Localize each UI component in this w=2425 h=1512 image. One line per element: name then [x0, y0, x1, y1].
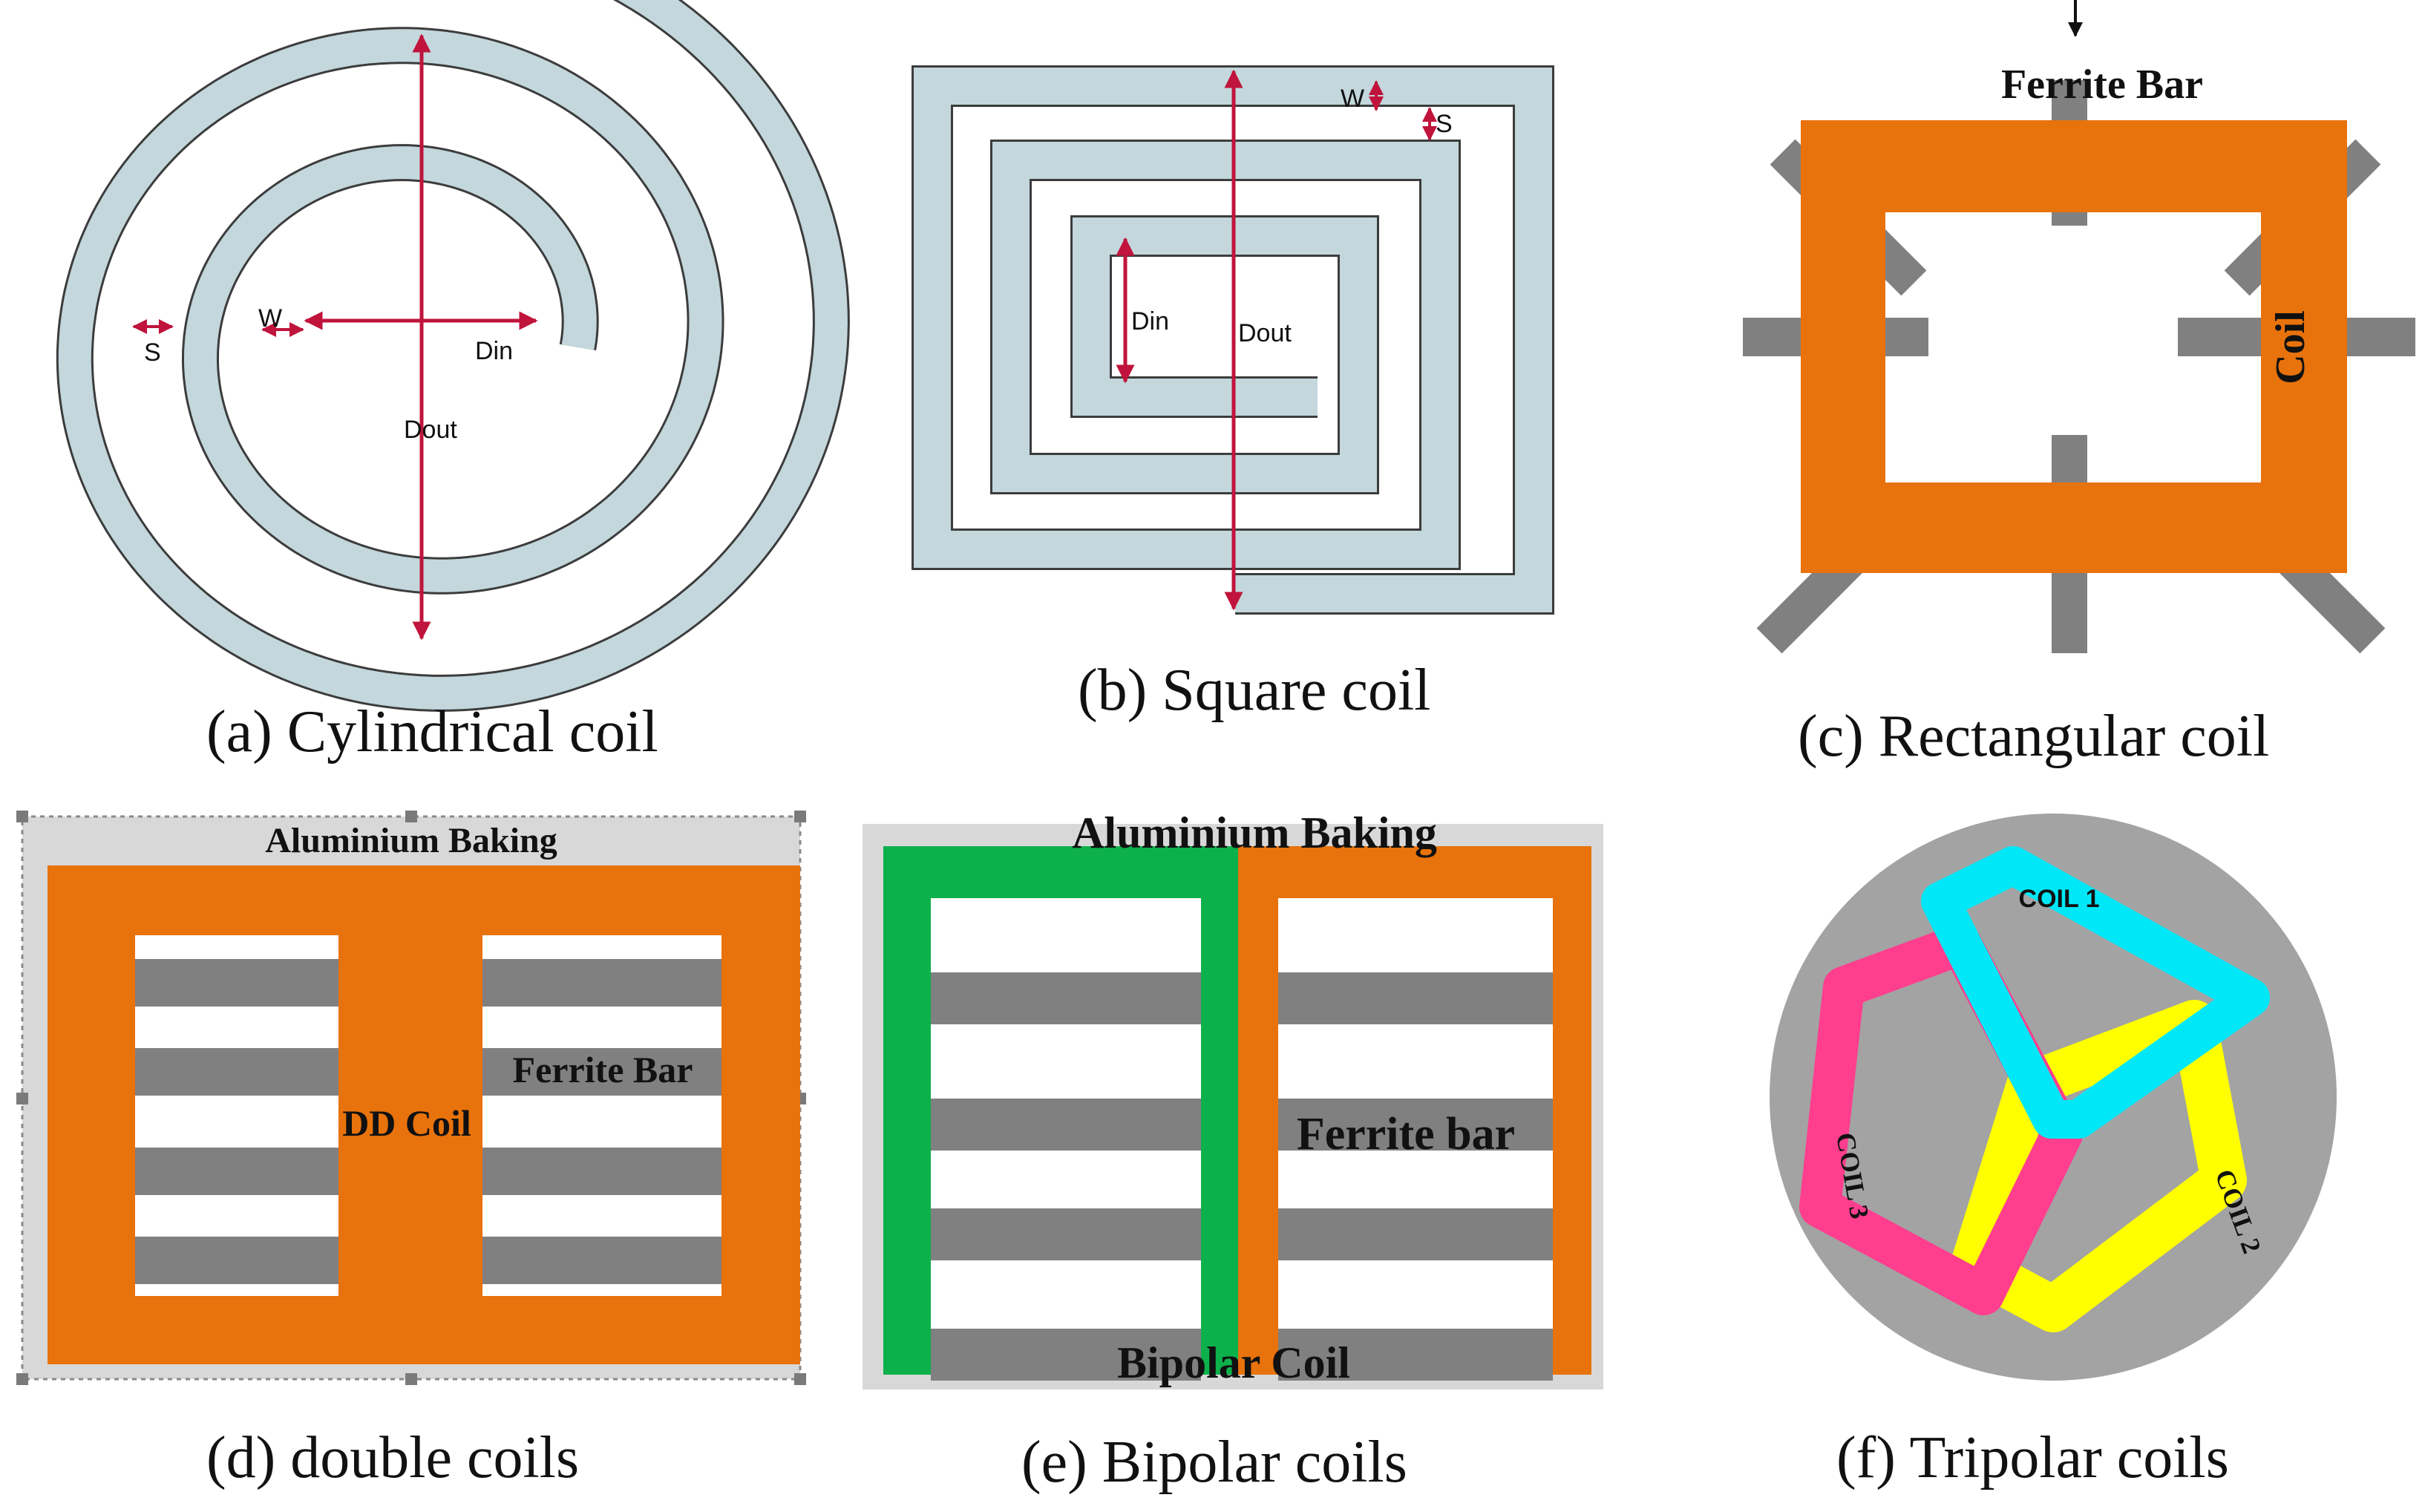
- panel-f-caption: (f) Tripolar coils: [1836, 1425, 2229, 1490]
- ferrite-bar: [135, 959, 338, 1007]
- ferrite-bar: [931, 972, 1201, 1024]
- ferrite-bar: [1278, 1208, 1553, 1260]
- bipolar-coil-label: Bipolar Coil: [1117, 1338, 1350, 1387]
- w-label: W: [258, 304, 282, 333]
- ferrite-bar: [482, 1237, 721, 1284]
- panel-c-rectangular-coil: Ferrite Bar Coil (c) Rectangular coil: [1743, 0, 2415, 769]
- selection-handle: [16, 1093, 28, 1104]
- selection-handle: [794, 1373, 806, 1385]
- ferrite-bar: [482, 959, 721, 1007]
- panel-a-cylindrical-coil: S W Din Dout (a) Cylindrical coil: [56, 0, 850, 765]
- cylindrical-dimension-lines: [132, 33, 538, 641]
- panel-f-tripolar-coils: COIL 1 COIL 2 COIL 3 (f) Tripolar coils: [1770, 814, 2337, 1490]
- panel-e-caption: (e) Bipolar coils: [1021, 1430, 1407, 1495]
- ferrite-bar: [135, 1237, 338, 1284]
- panel-a-caption: (a) Cylindrical coil: [206, 699, 658, 765]
- selection-handle: [16, 1373, 28, 1385]
- ferrite-bar: [135, 1148, 338, 1195]
- din-label: Din: [475, 337, 513, 365]
- ferrite-bar-label: Ferrite Bar: [513, 1049, 693, 1090]
- dd-coil-label: DD Coil: [342, 1102, 471, 1144]
- selection-handle: [794, 811, 806, 822]
- ferrite-bar: [1278, 1099, 1553, 1151]
- ferrite-bar: [482, 1048, 721, 1096]
- panel-d-double-coils: Aluminium Baking DD Coil Ferrite Bar (d)…: [16, 811, 806, 1490]
- s-label: S: [144, 338, 161, 367]
- panel-b-caption: (b) Square coil: [1078, 658, 1430, 723]
- selection-handle: [16, 811, 28, 822]
- ferrite-bar: [482, 1148, 721, 1195]
- panel-c-caption: (c) Rectangular coil: [1798, 704, 2269, 769]
- aluminium-baking-label: Aluminium Baking: [1072, 808, 1437, 857]
- ferrite-windows: [931, 898, 1553, 1381]
- rectangular-coil: [1801, 120, 2347, 573]
- w-label: W: [1341, 85, 1364, 113]
- ferrite-bar: [1278, 972, 1553, 1024]
- selection-handle: [405, 811, 417, 822]
- ferrite-bar-label: Ferrite bar: [1297, 1109, 1515, 1159]
- panel-e-bipolar-coils: Aluminium Baking Bipolar Coil Ferrite ba…: [863, 808, 1603, 1495]
- ferrite-windows: [135, 935, 721, 1296]
- ferrite-bar: [931, 1099, 1201, 1151]
- s-label: S: [1436, 110, 1453, 138]
- panel-b-square-coil: W S Din Dout (b) Square coil: [912, 65, 1554, 723]
- ferrite-bar: [931, 1329, 1201, 1381]
- aluminium-baking-label: Aluminium Baking: [265, 821, 557, 860]
- selection-handle: [405, 1373, 417, 1385]
- dout-label: Dout: [1238, 319, 1292, 347]
- coil-2: [1950, 1000, 2247, 1332]
- ferrite-bar: [135, 1048, 338, 1096]
- ferrite-bar: [931, 1208, 1201, 1260]
- panel-d-caption: (d) double coils: [206, 1425, 579, 1490]
- coil-label: Coil: [2268, 310, 2314, 384]
- ferrite-bar: [1278, 1329, 1553, 1381]
- cylindrical-spiral-track: [58, 0, 848, 710]
- coil-1-label: COIL 1: [2019, 885, 2100, 913]
- coil-1: [1921, 846, 2270, 1139]
- ferrite-bar-label: Ferrite Bar: [2001, 62, 2203, 108]
- din-label: Din: [1131, 307, 1169, 336]
- dout-label: Dout: [404, 416, 457, 444]
- square-dimension-lines: [1116, 69, 1437, 611]
